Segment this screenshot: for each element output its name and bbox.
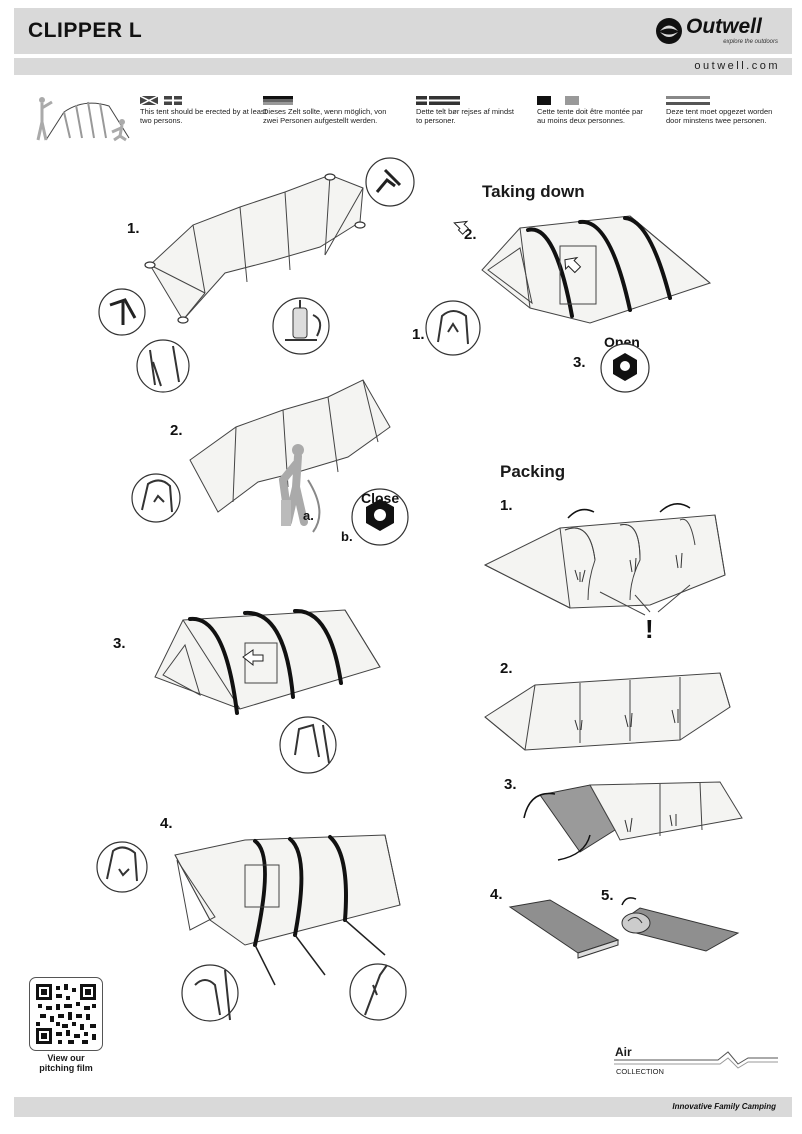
pitch-step-3-label: 3. — [113, 635, 126, 652]
lang-en-text: This tent should be erected by at least … — [140, 107, 267, 125]
qr-caption-line1: View our — [47, 1053, 85, 1063]
air-collection-label: COLLECTION — [616, 1067, 664, 1076]
dutch-flag-icon — [666, 96, 710, 105]
brand-logo: Outwell explore the outdoors — [652, 14, 782, 48]
lang-da-text: Dette telt bør rejses af mindst to perso… — [416, 107, 514, 125]
packing-step-2-label: 2. — [500, 660, 513, 677]
close-valve-label: Close — [361, 490, 400, 506]
lang-fr-text: Cette tente doit être montée par au moin… — [537, 107, 643, 125]
packing-title: Packing — [500, 462, 566, 481]
pitch-step-3-illustration — [154, 608, 381, 774]
lang-nl-text: Deze tent moet opgezet worden door minst… — [666, 107, 773, 125]
packing-warning-icon: ! — [645, 614, 654, 644]
danish-flag-icon — [416, 96, 460, 105]
uk-flag-icon — [140, 96, 182, 105]
qr-caption: View our pitching film — [22, 1053, 110, 1073]
takedown-step-1-label: 1. — [412, 326, 425, 343]
taking-down-title: Taking down — [482, 182, 585, 201]
pitch-step-2a-label: a. — [303, 508, 314, 523]
pitch-step-2b-label: b. — [341, 529, 353, 544]
outwell-logo-icon — [656, 18, 682, 44]
packing-step-1-label: 1. — [500, 497, 513, 514]
header-bar: CLIPPER L Outwell explore the outdoors — [14, 8, 792, 54]
pitch-step-2-illustration — [131, 379, 409, 546]
lang-de: Dieses Zelt sollte, wenn möglich, von zw… — [263, 96, 403, 125]
qr-code[interactable] — [29, 977, 103, 1051]
qr-code-icon — [36, 984, 96, 1044]
takedown-step-3-label: 3. — [573, 354, 586, 371]
german-flag-icon — [263, 96, 293, 105]
qr-caption-line2: pitching film — [39, 1063, 93, 1073]
two-persons-icon — [36, 97, 130, 142]
lang-nl: Deze tent moet opgezet worden door minst… — [666, 96, 784, 125]
packing-step-5-label: 5. — [601, 887, 614, 904]
packing-step-1-illustration: ! — [483, 503, 726, 644]
website-bar: outwell.com — [14, 58, 792, 75]
footer-tagline: Innovative Family Camping — [672, 1102, 776, 1111]
pitch-step-1-illustration — [98, 157, 415, 393]
brand-tagline: explore the outdoors — [723, 39, 778, 45]
packing-step-2-illustration — [484, 672, 731, 751]
pitch-step-1-label: 1. — [127, 220, 140, 237]
packing-step-3-label: 3. — [504, 776, 517, 793]
pitch-step-4-illustration — [96, 834, 407, 1022]
pitch-step-2-label: 2. — [170, 422, 183, 439]
lang-de-text: Dieses Zelt sollte, wenn möglich, von zw… — [263, 107, 387, 125]
air-collection-name: Air — [615, 1045, 632, 1059]
packing-step-5-illustration — [621, 897, 740, 952]
packing-step-4-illustration — [508, 899, 620, 959]
air-collection-line-icon — [614, 1051, 778, 1069]
packing-step-4-label: 4. — [490, 886, 503, 903]
brand-name: Outwell — [686, 15, 762, 38]
lang-da: Dette telt bør rejses af mindst to perso… — [416, 96, 516, 125]
footer-bar: Innovative Family Camping — [14, 1097, 792, 1117]
lang-en: This tent should be erected by at least … — [140, 96, 270, 125]
french-flag-icon — [537, 96, 579, 105]
packing-step-3-illustration — [523, 781, 743, 861]
takedown-illustration — [425, 215, 712, 393]
lang-fr: Cette tente doit être montée par au moin… — [537, 96, 649, 125]
product-title: CLIPPER L — [28, 19, 143, 42]
pitch-step-4-label: 4. — [160, 815, 173, 832]
website-link[interactable]: outwell.com — [694, 60, 780, 72]
